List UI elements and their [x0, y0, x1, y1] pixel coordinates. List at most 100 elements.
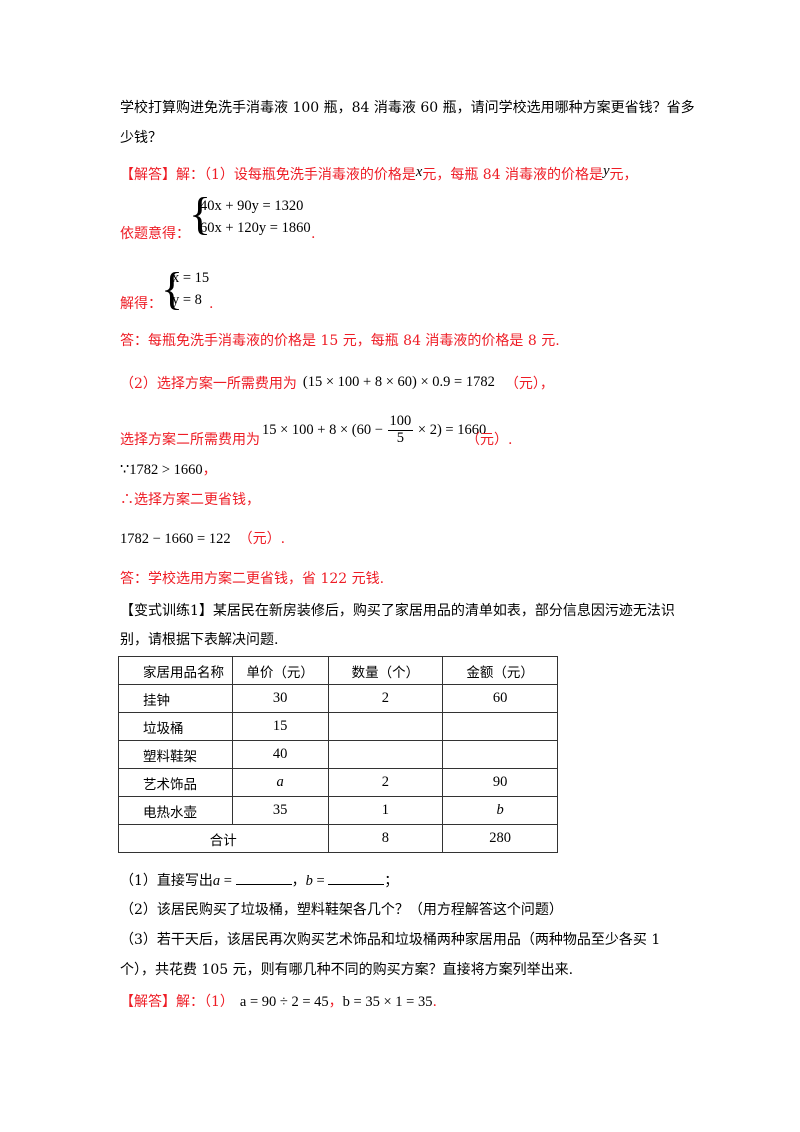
question-1-sep: ， — [291, 873, 306, 889]
plan-2-unit-text: （元） — [466, 432, 508, 448]
cell-quantity: 2 — [327, 684, 444, 713]
solution-x: x = 15 — [172, 270, 210, 286]
answer-intro-text-2: 元，每瓶 84 消毒液的价格是 — [422, 167, 604, 183]
problem-line-1: 学校打算购进免洗手消毒液 100 瓶，84 消毒液 60 瓶，请问学校选用哪种方… — [120, 100, 695, 116]
cell-item: 挂钟 — [118, 684, 233, 713]
difference-unit: （元） — [238, 531, 281, 547]
answer-intro: 【解答】解：（1）设每瓶免洗手消毒液的价格是x元，每瓶 84 消毒液的价格是y元… — [120, 163, 638, 184]
answer-2-sep: ， — [328, 994, 343, 1010]
cell-item: 塑料鞋架 — [118, 740, 233, 769]
cell-price: 35 — [231, 796, 329, 825]
cell-amount — [442, 712, 558, 741]
answer-2-tag: 【解答】 — [120, 994, 176, 1010]
plan-2-expr-part-b: × 2) = 1660 — [414, 421, 487, 438]
plan-2-unit: （元）. — [466, 432, 512, 449]
solution-brace: { — [161, 263, 184, 314]
variant-line-2: 别，请根据下表解决问题. — [120, 632, 279, 648]
answer-tag: 【解答】 — [120, 167, 176, 183]
table-header-row: 家居用品名称 单价（元） 数量（个） 金额（元） — [118, 656, 558, 685]
answer-intro-text: 解：（1）设每瓶免洗手消毒液的价格是 — [176, 167, 416, 183]
answer-blank-b[interactable] — [328, 872, 385, 885]
cell-amount: b — [442, 796, 558, 825]
var-y: y — [603, 163, 610, 179]
fraction-numerator: 100 — [387, 413, 414, 431]
cell-price: 15 — [231, 712, 329, 741]
question-3-line-2: 个），共花费 105 元，则有哪几种不同的购买方案？直接将方案列举出来. — [120, 962, 574, 978]
cell-amount — [442, 740, 558, 769]
question-1-var-a: a — [212, 873, 221, 889]
cell-item: 电热水壶 — [118, 796, 233, 825]
total-quantity: 8 — [327, 824, 444, 853]
solution-y: y = 8 — [172, 292, 202, 308]
variant-line-1: 【变式训练1】某居民在新房装修后，购买了家居用品的清单如表，部分信息因污迹无法识 — [120, 603, 675, 619]
difference-expr: 1782 − 1660 = 122 — [120, 531, 231, 547]
table-row: 挂钟 30 2 60 — [118, 684, 558, 713]
answer-blank-a[interactable] — [235, 872, 292, 885]
cell-item: 垃圾桶 — [118, 712, 233, 741]
header-amount: 金额（元） — [442, 656, 558, 685]
question-1-equals-b: = — [312, 873, 329, 889]
household-goods-table: 家居用品名称 单价（元） 数量（个） 金额（元） 挂钟 30 2 60 垃圾桶 … — [118, 656, 558, 853]
table-row: 垃圾桶 15 — [118, 712, 558, 741]
plan-1-line: （2）选择方案一所需费用为 (15 × 100 + 8 × 60) × 0.9 =… — [120, 374, 554, 393]
system-period: . — [311, 226, 316, 242]
cell-amount: 60 — [442, 684, 558, 713]
answer-intro-text-3: 元， — [609, 167, 638, 183]
difference-period: . — [280, 531, 286, 547]
cell-price: 30 — [231, 684, 329, 713]
question-1-text: （1）直接写出 — [120, 873, 213, 889]
solve-label: 解得： — [120, 296, 162, 312]
because-line: ∵1782 > 1660， — [120, 462, 217, 479]
header-price: 单价（元） — [231, 656, 329, 685]
table-row: 电热水壶 35 1 b — [118, 796, 558, 825]
conclusion-1: 答：每瓶免洗手消毒液的价格是 15 元，每瓶 84 消毒液的价格是 8 元. — [120, 333, 560, 349]
equation-2: 60x + 120y = 1860 — [200, 220, 311, 236]
cell-price: a — [231, 768, 329, 797]
question-2: （2）该居民购买了垃圾桶，塑料鞋架各几个？（用方程解答这个问题） — [120, 902, 563, 918]
difference-line: 1782 − 1660 = 122 （元）. — [120, 531, 285, 548]
cell-quantity — [327, 712, 444, 741]
cell-quantity: 1 — [327, 796, 444, 825]
plan-1-label: （2）选择方案一所需费用为 — [120, 376, 297, 392]
plan-1-comma: ， — [539, 376, 554, 392]
question-1-end: ； — [384, 873, 399, 889]
cell-item: 艺术饰品 — [118, 768, 233, 797]
cell-amount: 90 — [442, 768, 558, 797]
question-1-equals-a: = — [220, 873, 236, 889]
system-brace: { — [189, 188, 212, 239]
header-name: 家居用品名称 — [118, 656, 233, 685]
plan-2-expr-part-a: 15 × 100 + 8 × (60 − — [262, 421, 387, 438]
question-3-line-1: （3）若干天后，该居民再次购买艺术饰品和垃圾桶两种家居用品（两种物品至少各买 1 — [120, 932, 661, 948]
answer-2-end: . — [432, 994, 437, 1010]
cell-price: 40 — [231, 740, 329, 769]
final-answer: 答：学校选用方案二更省钱，省 122 元钱. — [120, 571, 385, 587]
table-row: 艺术饰品 a 2 90 — [118, 768, 558, 797]
answer-2-line: 【解答】解：（1） a = 90 ÷ 2 = 45，b = 35 × 1 = 35… — [120, 994, 437, 1011]
answer-2-expr-a: a = 90 ÷ 2 = 45 — [239, 994, 329, 1010]
question-1-var-b: b — [305, 873, 313, 889]
header-quantity: 数量（个） — [327, 656, 444, 685]
fraction-denominator: 5 — [396, 429, 405, 446]
question-1: （1）直接写出a = ，b = ； — [120, 872, 398, 890]
total-label: 合计 — [118, 824, 329, 853]
therefore-line: ∴选择方案二更省钱， — [120, 492, 260, 508]
table-total-row: 合计 8 280 — [118, 824, 558, 853]
because-expr: ∵1782 > 1660 — [120, 462, 203, 478]
plan-1-expr: (15 × 100 + 8 × 60) × 0.9 = 1782 — [302, 374, 495, 390]
cell-quantity: 2 — [327, 768, 444, 797]
var-x: x — [415, 164, 423, 180]
problem-line-2: 少钱？ — [120, 130, 162, 146]
system-label: 依题意得： — [120, 226, 190, 242]
table-row: 塑料鞋架 40 — [118, 740, 558, 769]
answer-2-text: 解：（1） — [176, 994, 234, 1010]
plan-1-unit: （元） — [504, 376, 540, 392]
total-amount: 280 — [442, 824, 558, 853]
plan-2-period: . — [508, 432, 513, 448]
equation-1: 40x + 90y = 1320 — [200, 198, 304, 214]
plan-2-label: 选择方案二所需费用为 — [120, 432, 260, 448]
answer-2-expr-b: b = 35 × 1 = 35 — [342, 994, 433, 1010]
cell-quantity — [327, 740, 444, 769]
